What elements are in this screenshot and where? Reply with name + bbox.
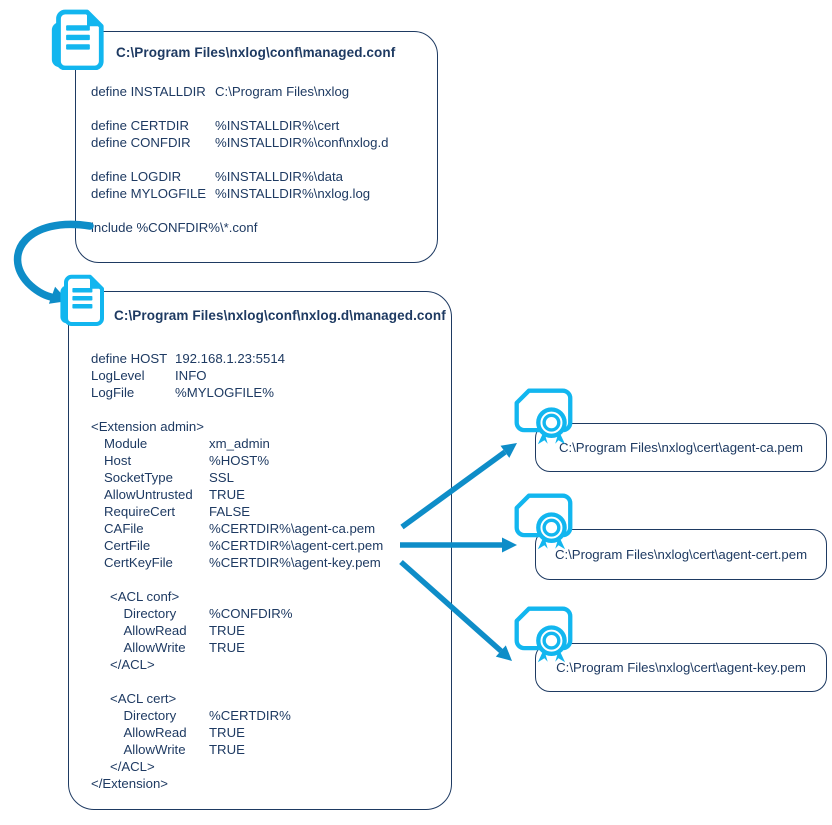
config-line-key: CAFile [104,521,144,536]
config-line-key: AllowWrite [123,640,186,655]
certificate-icon [514,606,573,663]
config1-title: C:\Program Files\nxlog\conf\managed.conf [116,45,396,60]
config-line-value: C:\Program Files\nxlog [215,84,350,99]
config-line-key: SocketType [104,470,173,485]
cert-path: C:\Program Files\nxlog\cert\agent-key.pe… [556,660,806,675]
config-line-value: %CERTDIR%\agent-ca.pem [209,521,376,536]
config-line-value: TRUE [209,487,245,502]
config-line-key: </ACL> [110,759,155,774]
config-line-value: SSL [209,470,234,485]
config-line-key: Host [104,453,132,468]
certificate-icon [514,388,573,445]
config-line-key: define HOST [91,351,168,366]
config-line-key: AllowRead [123,623,187,638]
config-line-value: 192.168.1.23:5514 [175,351,286,366]
config-line-value: %CERTDIR%\agent-cert.pem [209,538,384,553]
cert-file-box-agent-key: C:\Program Files\nxlog\cert\agent-key.pe… [535,643,827,692]
config-line-key: </Extension> [91,776,168,791]
config-line-key: Directory [123,606,177,621]
config-line-value: %INSTALLDIR%\cert [215,118,340,133]
config-line-key: <ACL conf> [110,589,180,604]
config-line-key: AllowUntrusted [104,487,193,502]
config-line-key: include %CONFDIR%\*.conf [91,220,258,235]
config-line-value: %MYLOGFILE% [175,385,274,400]
certificate-icon [514,493,573,550]
config-line-value: %INSTALLDIR%\conf\nxlog.d [215,135,389,150]
config-line-key: </ACL> [110,657,155,672]
cert-path: C:\Program Files\nxlog\cert\agent-cert.p… [554,547,808,562]
config-line-value: TRUE [209,623,245,638]
config-line-key: define CERTDIR [91,118,189,133]
config-line-key: LogFile [91,385,135,400]
cert-file-box-agent-cert: C:\Program Files\nxlog\cert\agent-cert.p… [535,529,827,580]
config-line-key: define CONFDIR [91,135,191,150]
config-line-key: CertFile [104,538,151,553]
config-file-box-nxlog-d-managed-conf: C:\Program Files\nxlog\conf\nxlog.d\mana… [68,291,452,810]
config-line-value: xm_admin [209,436,270,451]
config-line-value: %CERTDIR% [209,708,291,723]
config-line-key: Directory [123,708,177,723]
document-icon [51,9,104,70]
config-line-key: RequireCert [104,504,176,519]
config-line-key: define INSTALLDIR [91,84,206,99]
config-line-key: AllowRead [123,725,187,740]
cert-file-box-agent-ca: C:\Program Files\nxlog\cert\agent-ca.pem [535,423,827,472]
config-line-key: AllowWrite [123,742,186,757]
config-line-key: <Extension admin> [91,419,204,434]
config-line-value: %INSTALLDIR%\data [215,169,344,184]
cert-path: C:\Program Files\nxlog\cert\agent-ca.pem [558,440,804,455]
config-line-value: FALSE [209,504,251,519]
config-line-key: CertKeyFile [104,555,173,570]
config-line-key: define MYLOGFILE [91,186,207,201]
config-file-box-managed-conf: C:\Program Files\nxlog\conf\managed.conf… [75,31,438,263]
config-line-value: %INSTALLDIR%\nxlog.log [215,186,371,201]
document-icon [60,274,104,326]
config-line-value: %HOST% [209,453,270,468]
config-line-key: Module [104,436,148,451]
config-line-value: TRUE [209,742,245,757]
config-line-value: %CONFDIR% [209,606,293,621]
config2-title: C:\Program Files\nxlog\conf\nxlog.d\mana… [114,308,446,323]
config-line-key: define LOGDIR [91,169,182,184]
config-line-value: %CERTDIR%\agent-key.pem [209,555,381,570]
config-line-value: TRUE [209,640,245,655]
config-line-value: INFO [175,368,207,383]
config-line-key: <ACL cert> [110,691,177,706]
config-line-value: TRUE [209,725,245,740]
config-line-key: LogLevel [91,368,145,383]
